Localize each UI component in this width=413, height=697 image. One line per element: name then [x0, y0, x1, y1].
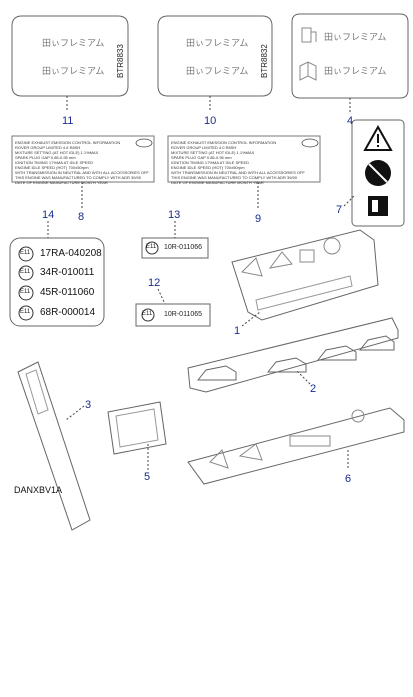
callout-1: 1	[234, 325, 241, 337]
label-11-text-1: 田ぃフレミアム	[42, 39, 105, 49]
emission-label-9-text: ENGINE EXHAUST EMISSION CONTROL INFORMAT…	[171, 140, 305, 185]
approval-code: 45R-011060	[40, 287, 95, 298]
e11-badge: E11	[146, 244, 157, 250]
emission-line: SPARK PLUG GAP 0.85-0.95 mm	[15, 155, 76, 160]
manual-book-icon	[299, 61, 317, 81]
emission-label-8-text: ENGINE EXHAUST EMISSION CONTROL INFORMAT…	[15, 140, 149, 185]
car-icon	[196, 365, 237, 381]
callout-10: 10	[204, 115, 217, 127]
emission-line: WITH TRANSMISSION IN NEUTRAL AND WITH AL…	[15, 170, 149, 175]
approval-code: 68R-000014	[40, 307, 96, 318]
label-11-code: BTR8833	[116, 44, 125, 78]
approval-code: 34R-010011	[40, 267, 95, 278]
approval-code: 17RA-040208	[40, 248, 102, 259]
callout-3: 3	[85, 399, 92, 411]
callout-8: 8	[78, 211, 85, 223]
callout-4: 4	[347, 115, 354, 127]
label-10	[157, 15, 273, 97]
emission-line: MIXTURE SETTING (AT HOT IDLE) 1.1%MAX	[171, 150, 255, 155]
sticker-5	[107, 401, 167, 455]
e11-badge: E11	[142, 311, 153, 317]
emission-line: ENGINE EXHAUST EMISSION CONTROL INFORMAT…	[171, 140, 277, 145]
e11-badge: E11	[20, 250, 31, 256]
label-11	[11, 15, 129, 97]
land-rover-logo	[301, 138, 319, 148]
approval-code: 10R-011066	[164, 244, 203, 251]
callout-6: 6	[345, 473, 352, 485]
e11-badge: E11	[20, 289, 31, 295]
callout-7: 7	[336, 204, 343, 216]
emission-line: ENGINE EXHAUST EMISSION CONTROL INFORMAT…	[15, 140, 121, 145]
land-rover-logo	[135, 138, 153, 148]
approval-label-14	[9, 237, 105, 327]
label-11-text-2: 田ぃフレミアム	[42, 67, 105, 77]
emission-label-8	[11, 135, 155, 183]
callout-11: 11	[62, 115, 74, 127]
leader-lines	[47, 96, 355, 470]
sticker-1	[231, 229, 379, 321]
sticker-2	[187, 317, 399, 393]
emission-line: ROVER GROUP LIMITED 4.6 R8SH	[15, 145, 81, 150]
car-icon	[358, 335, 395, 351]
emission-line: IGNITION TIMING 17%MA AT IDLE SPEED	[15, 160, 94, 165]
label-4-text-1: 田ぃフレミアム	[324, 33, 387, 43]
emission-line: IGNITION TIMING 17%MA AT IDLE SPEED	[171, 160, 250, 165]
callout-14: 14	[42, 209, 55, 221]
emission-label-9	[167, 135, 321, 183]
callout-9: 9	[255, 213, 262, 225]
fuel-pump-icon	[301, 27, 312, 43]
emission-line: MIXTURE SETTING (AT HOT IDLE) 1.1%MAX	[15, 150, 99, 155]
callout-12: 12	[148, 277, 161, 289]
car-icon	[266, 357, 307, 373]
car-icon	[316, 345, 357, 361]
warning-label-7	[351, 119, 405, 227]
label-10-code: BTR8832	[260, 44, 269, 78]
emission-line: THIS ENGINE WAS MANUFACTURED TO COMPLY W…	[171, 175, 298, 180]
emission-line: WITH TRANSMISSION IN NEUTRAL AND WITH AL…	[171, 170, 305, 175]
label-4-text-2: 田ぃフレミアム	[324, 67, 387, 77]
airbag-person-icon	[351, 409, 365, 423]
callout-13: 13	[168, 209, 181, 221]
label-10-text-2: 田ぃフレミアム	[186, 67, 249, 77]
e11-badge: E11	[20, 309, 31, 315]
emission-line: ENGINE IDLE SPEED (HOT) 700±50rpm	[15, 165, 89, 170]
emission-line: DATE OF ENGINE MANUFACTURE MONTH YEAR	[15, 180, 108, 185]
callout-2: 2	[310, 383, 317, 395]
label-4	[291, 13, 409, 99]
approval-label-12	[135, 303, 211, 327]
sticker-3	[17, 361, 91, 531]
emission-line: DATE OF ENGINE MANUFACTURE MONTH YEAR	[171, 180, 264, 185]
label-10-text-1: 田ぃフレミアム	[186, 39, 249, 49]
approval-code: 10R-011065	[164, 311, 203, 318]
emission-line: ENGINE IDLE SPEED (HOT) 700±50rpm	[171, 165, 245, 170]
figure-reference: DANXBV1A	[14, 485, 63, 495]
e11-badge: E11	[20, 269, 31, 275]
callout-5: 5	[144, 471, 151, 483]
sticker-6	[187, 407, 405, 485]
emission-line: ROVER GROUP LIMITED 4.0 R8SH	[171, 145, 237, 150]
emission-line: THIS ENGINE WAS MANUFACTURED TO COMPLY W…	[15, 175, 142, 180]
emission-line: SPARK PLUG GAP 0.85-0.95 mm	[171, 155, 232, 160]
warning-triangle-icon	[363, 124, 393, 151]
